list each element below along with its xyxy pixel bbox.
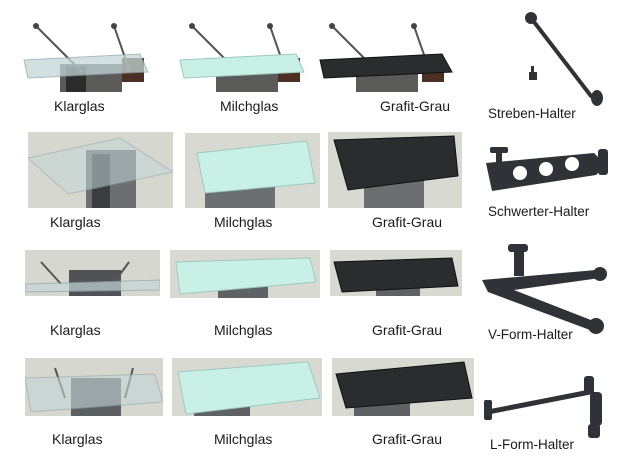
label-milchglas-row2: Milchglas	[214, 214, 273, 230]
label-klarglas-row4: Klarglas	[52, 431, 103, 447]
label-holder-row4: L-Form-Halter	[490, 437, 575, 452]
label-klarglas-row1: Klarglas	[54, 98, 105, 114]
canopy-image-grafit-streben	[318, 20, 458, 92]
label-holder-row1: Streben-Halter	[488, 106, 576, 121]
label-milchglas-row3: Milchglas	[214, 322, 273, 338]
canopy-image-klarglas-l-form	[25, 358, 163, 416]
label-grafit-row3: Grafit-Grau	[372, 322, 443, 338]
label-klarglas-row3: Klarglas	[50, 322, 101, 338]
label-grafit-row2: Grafit-Grau	[372, 214, 443, 230]
canopy-image-grafit-l-form	[332, 358, 474, 416]
canopy-image-milchglas-l-form	[172, 358, 322, 416]
label-grafit-row1: Grafit-Grau	[380, 98, 451, 114]
canopy-image-milchglas-streben	[178, 20, 308, 92]
label-grafit-row4: Grafit-Grau	[372, 431, 443, 447]
canopy-image-klarglas-schwerter	[28, 132, 173, 208]
streben-halter-image	[515, 10, 605, 106]
canopy-image-klarglas-streben	[22, 20, 152, 92]
label-milchglas-row4: Milchglas	[214, 431, 273, 447]
canopy-image-klarglas-v-form	[25, 250, 160, 296]
canopy-image-grafit-schwerter	[328, 132, 462, 208]
l-form-halter-image	[480, 370, 610, 442]
label-holder-row2: Schwerter-Halter	[488, 204, 590, 219]
label-milchglas-row1: Milchglas	[220, 98, 279, 114]
schwerter-halter-image	[484, 145, 616, 197]
label-holder-row3: V-Form-Halter	[488, 327, 573, 342]
canopy-image-milchglas-v-form	[170, 250, 320, 298]
canopy-image-grafit-v-form	[330, 250, 462, 296]
v-form-halter-image	[478, 240, 618, 335]
label-klarglas-row2: Klarglas	[50, 214, 101, 230]
canopy-image-milchglas-schwerter	[185, 133, 320, 208]
